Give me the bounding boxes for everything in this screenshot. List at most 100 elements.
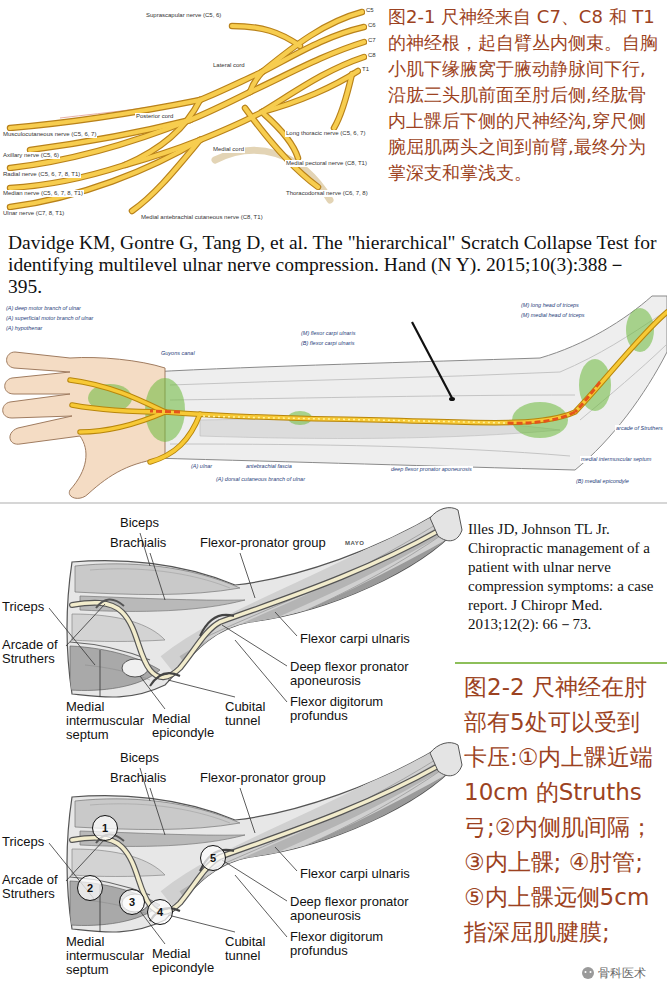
anatomy-label: Flexor-pronator group (200, 771, 326, 785)
anatomy-label: Flexor digitorum profundus (290, 695, 425, 723)
arm-drawing (449, 397, 455, 401)
arm-drawing (150, 296, 667, 470)
nerve (10, 12, 364, 211)
nerve-label: Medial cord (212, 146, 245, 153)
structure-label: (M) long head of triceps (520, 302, 580, 309)
anatomy-label: Flexor digitorum profundus (290, 930, 425, 958)
callout-circle: 4 (147, 899, 173, 925)
nerve-label: C6 (367, 22, 377, 29)
anatomy-label: Arcade of Struthers (2, 873, 64, 901)
elbow-drawing-upper (49, 508, 462, 709)
nerve-label: Thoracodorsal nerve (C6, 7, 8) (285, 190, 369, 197)
muscle-outline (170, 395, 575, 400)
nerve-outline (70, 312, 667, 462)
anatomy-label: Flexor carpi ulnaris (300, 632, 410, 646)
compression-marker (150, 382, 600, 423)
anatomy-label: Cubital tunnel (225, 700, 283, 728)
compression-marker (505, 412, 575, 423)
nerve-label: Long thoracic nerve (C5, 6, 7) (285, 130, 366, 137)
anatomy-label: Medial epicondyle (152, 712, 222, 740)
watermark-icon (585, 971, 587, 973)
anatomy-label: Brachialis (110, 536, 166, 550)
nerve-label: C5 (365, 7, 375, 14)
nerve-label: Lateral cord (212, 62, 246, 69)
callout-circle: 3 (119, 889, 145, 915)
structure-label: (M) flexor carpi ulnaris (300, 330, 356, 337)
anatomy-label: Medial epicondyle (152, 947, 222, 975)
arm-drawing (412, 322, 452, 398)
nerve-label: Musculocutaneous nerve (C5, 6, 7) (2, 131, 97, 138)
structure-label: medial intermuscular septum (580, 456, 652, 463)
nerve-label: Suprascapular nerve (C5, 6) (145, 12, 222, 19)
nerve-outline (10, 12, 364, 211)
nerve (70, 312, 667, 462)
structure-label: (B) medial epicondyle (575, 478, 630, 485)
callout-circle: 5 (200, 845, 226, 871)
figure-caption: 图2-2 尺神经在肘部有5处可以受到卡压:①内上髁近端10cm 的Struths… (464, 670, 662, 950)
figure-caption: 图2-1 尺神经来自 C7、C8 和 T1 的神经根，起自臂丛内侧束。自胸小肌下… (388, 4, 660, 186)
nerve-label: Axillary nerve (C5, 6) (2, 152, 60, 159)
anatomy-label: Flexor-pronator group (200, 536, 326, 550)
watermark-icon (582, 967, 594, 979)
watermark-icon (582, 967, 594, 979)
anatomy-label: Triceps (2, 600, 44, 614)
separator-line (455, 662, 667, 664)
structure-label: arcade of Struthers (615, 425, 664, 432)
compression-marker (575, 382, 600, 412)
anatomy-label: Medial intermuscular septum (66, 935, 154, 977)
nerve-label: T1 (361, 66, 370, 73)
nerve-label: C8 (367, 52, 377, 59)
anatomy-label: Medial intermuscular septum (66, 700, 154, 742)
structure-label: (A) hypothenar (5, 325, 43, 332)
structure-label: (A) superficial motor branch of ulnar (5, 315, 94, 322)
arm-drawing (3, 296, 667, 498)
structure-label: (A) dorsal cutaneous branch of ulnar (215, 476, 306, 483)
nerve-label: Posterior cord (135, 113, 174, 120)
callout-number: 5 (210, 852, 216, 864)
anatomy-label: Deep flexor pronator aponeurosis (290, 660, 440, 688)
muscle-outline (170, 372, 560, 385)
anatomy-label: Biceps (120, 751, 159, 765)
reference-citation: Davidge KM, Gontre G, Tang D, et al. The… (8, 232, 660, 298)
nerve-label: Radial nerve (C5, 6, 7, 8, T1) (2, 171, 81, 178)
watermark: 骨科医术 (598, 966, 646, 980)
anatomy-label: Cubital tunnel (225, 935, 283, 963)
arm-drawing (200, 416, 505, 423)
structure-label: deep flexor pronator aponeurosis (390, 466, 473, 473)
muscle-outline (170, 444, 570, 456)
watermark-icon (590, 971, 592, 973)
arm-drawing (3, 352, 165, 498)
structure-label: (M) medial head of triceps (520, 312, 586, 319)
callout-circle: 2 (77, 875, 103, 901)
anatomy-label: Arcade of Struthers (2, 638, 64, 666)
callout-circle: 1 (92, 815, 118, 841)
muscle-outline (170, 315, 666, 456)
structure-label: (B) flexor carpi ulnaris (300, 340, 356, 347)
callout-number: 1 (102, 822, 108, 834)
structure-label: (A) deep motor branch of ulnar (5, 305, 82, 312)
anatomy-label: Biceps (120, 516, 159, 530)
nerve-label: Medial pectoral nerve (C8, T1) (285, 160, 368, 167)
structure-label: Guyons canal (160, 350, 196, 357)
panel-divider (0, 502, 667, 504)
anatomy-label: Flexor carpi ulnaris (300, 867, 410, 881)
structure-label: (A) ulnar (190, 463, 213, 470)
callout-number: 3 (129, 896, 135, 908)
copyright-mark: MAYO (345, 540, 364, 547)
brachial-plexus-drawing (10, 12, 364, 211)
reference-citation: Illes JD, Johnson TL Jr. Chiropractic ma… (468, 520, 662, 634)
compression-marker (150, 411, 180, 412)
nerve-label: Medial antebrachial cutaneous nerve (C8,… (140, 214, 264, 221)
anatomy-label: Deep flexor pronator aponeurosis (290, 895, 440, 923)
callout-number: 4 (157, 906, 163, 918)
nerve-label: Median nerve (C5, 6, 7, 8, T1) (2, 190, 84, 197)
structure-label: antebrachial fascia (245, 463, 293, 470)
anatomy-label: Triceps (2, 835, 44, 849)
nerve-label: Ulnar nerve (C7, 8, T1) (2, 210, 65, 217)
callout-number: 2 (87, 882, 93, 894)
anatomy-label: Brachialis (110, 771, 166, 785)
elbow-drawing-lower (49, 743, 462, 944)
nerve-label: C7 (367, 37, 377, 44)
